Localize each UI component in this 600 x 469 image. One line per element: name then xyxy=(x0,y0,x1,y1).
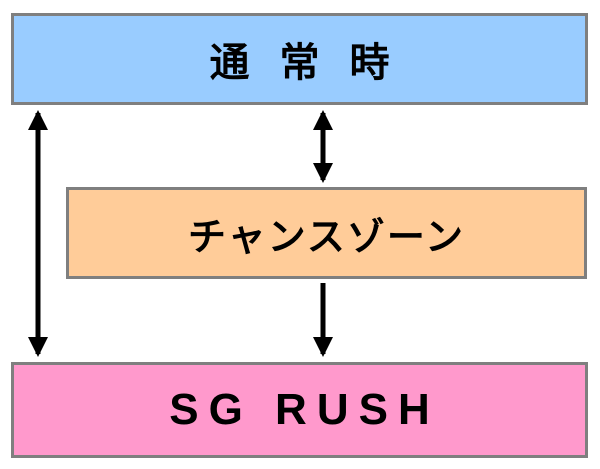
node-chance-zone-label: チャンスゾーン xyxy=(188,214,465,259)
node-chance-zone: チャンスゾーン xyxy=(66,187,587,279)
node-normal-label: 通常時 xyxy=(209,40,420,86)
node-sg-rush: SG RUSH xyxy=(11,362,588,458)
node-sg-rush-label: SG RUSH xyxy=(169,385,440,434)
node-normal: 通常時 xyxy=(11,13,588,105)
